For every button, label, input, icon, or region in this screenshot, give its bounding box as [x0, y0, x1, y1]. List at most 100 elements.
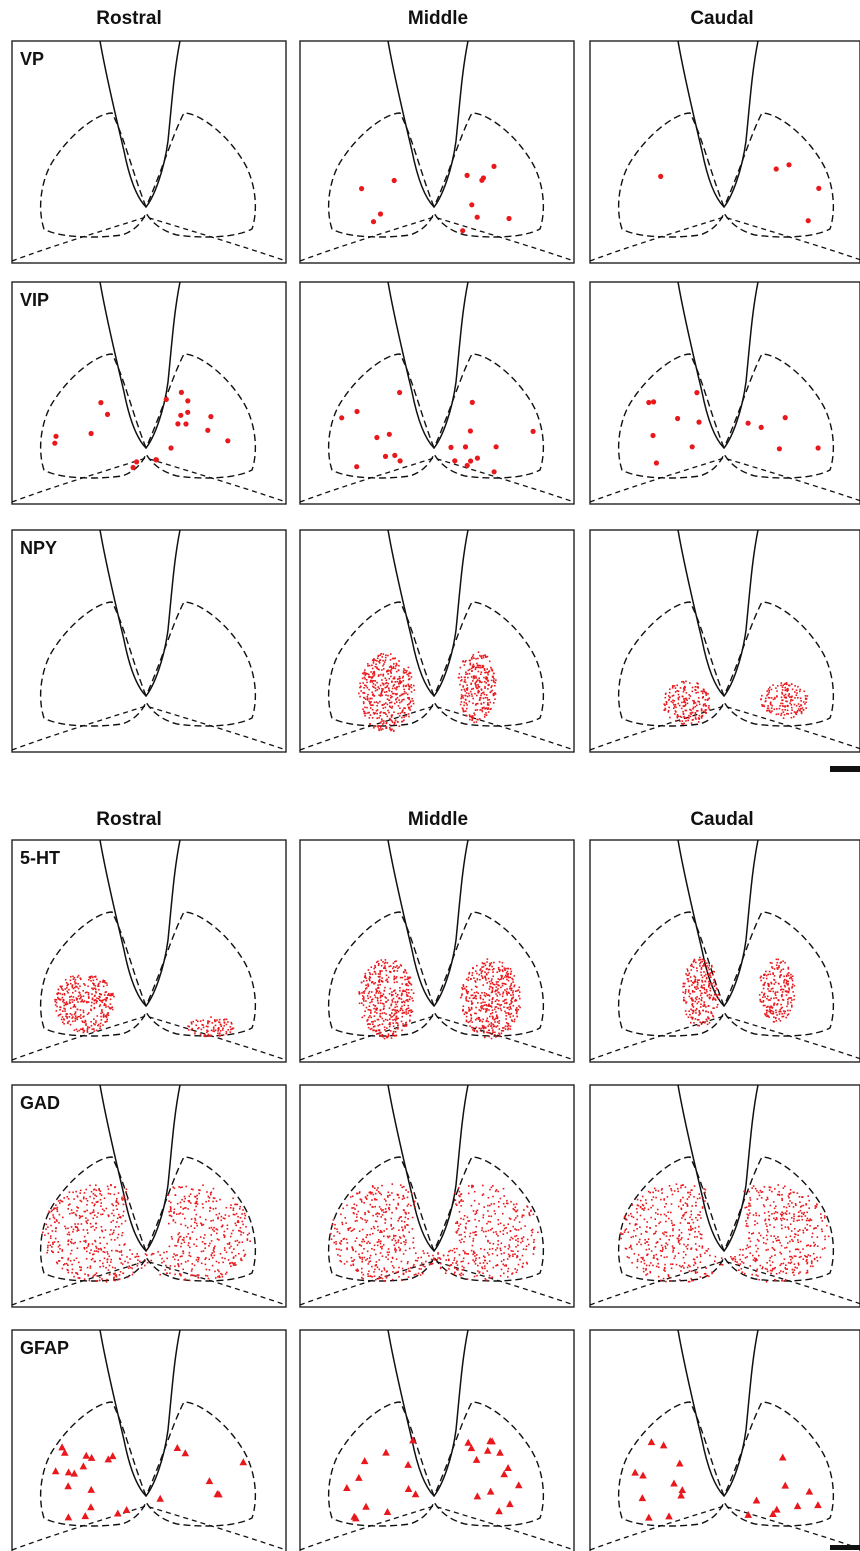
stipple-dot: [363, 992, 365, 994]
stipple-dot: [701, 974, 703, 976]
stipple-dot: [507, 971, 509, 973]
stipple-dot: [411, 989, 413, 991]
stipple-dot: [681, 723, 683, 725]
stipple-dot: [52, 1243, 54, 1245]
stipple-dot: [409, 707, 411, 709]
stipple-dot: [178, 1213, 180, 1215]
stipple-dot: [356, 1214, 358, 1216]
stipple-dot: [459, 1240, 461, 1242]
stipple-dot: [71, 1250, 73, 1252]
stipple-dot: [495, 1265, 497, 1267]
stipple-dot: [461, 689, 463, 691]
stipple-dot: [395, 1031, 397, 1033]
stipple-dot: [412, 1242, 414, 1244]
stipple-dot: [371, 698, 373, 700]
stipple-dot: [484, 654, 486, 656]
stipple-dot: [73, 1229, 75, 1231]
stipple-dot: [396, 689, 398, 691]
stipple-dot: [364, 672, 366, 674]
stipple-dot: [240, 1217, 242, 1219]
stipple-dot: [62, 997, 64, 999]
stipple-dot: [79, 986, 81, 988]
stipple-dot: [203, 1027, 205, 1029]
stipple-dot: [204, 1258, 206, 1260]
stipple-dot: [343, 1238, 345, 1240]
stipple-dot: [501, 1243, 503, 1245]
stipple-dot: [85, 1240, 87, 1242]
stipple-dot: [59, 1006, 61, 1008]
stipple-dot: [480, 695, 482, 697]
stipple-dot: [208, 1034, 210, 1036]
stipple-dot: [335, 1243, 337, 1245]
stipple-dot: [411, 1193, 413, 1195]
stipple-dot: [400, 977, 402, 979]
stipple-dot: [365, 673, 367, 675]
stipple-dot: [408, 675, 410, 677]
stipple-dot: [770, 704, 772, 706]
stipple-dot: [497, 1255, 499, 1257]
stipple-dot: [487, 688, 489, 690]
stipple-dot: [458, 1228, 460, 1230]
stipple-dot: [88, 1001, 90, 1003]
stipple-dot: [498, 1033, 500, 1035]
stipple-dot: [205, 1264, 207, 1266]
stipple-dot: [491, 978, 493, 980]
stipple-dot: [362, 1278, 364, 1280]
stipple-dot: [666, 1215, 668, 1217]
stipple-dot: [486, 694, 488, 696]
stipple-dot: [366, 1198, 368, 1200]
stipple-dot: [655, 1197, 657, 1199]
stipple-dot: [101, 1000, 103, 1002]
labeled-cell-dot: [131, 465, 136, 470]
stipple-dot: [686, 698, 688, 700]
stipple-dot: [96, 1000, 98, 1002]
stipple-dot: [74, 1014, 76, 1016]
stipple-dot: [212, 1201, 214, 1203]
stipple-dot: [716, 1006, 718, 1008]
stipple-dot: [382, 728, 384, 730]
stipple-dot: [379, 984, 381, 986]
stipple-dot: [104, 994, 106, 996]
stipple-dot: [372, 717, 374, 719]
stipple-dot: [798, 1219, 800, 1221]
stipple-dot: [122, 1263, 124, 1265]
stipple-dot: [342, 1208, 344, 1210]
stipple-dot: [482, 1217, 484, 1219]
stipple-dot: [95, 1241, 97, 1243]
stipple-dot: [484, 1265, 486, 1267]
stipple-dot: [396, 701, 398, 703]
stipple-dot: [385, 1211, 387, 1213]
stipple-dot: [491, 1027, 493, 1029]
stipple-dot: [491, 980, 493, 982]
stipple-dot: [89, 1185, 91, 1187]
stipple-dot: [344, 1217, 346, 1219]
stipple-dot: [471, 975, 473, 977]
stipple-dot: [372, 998, 374, 1000]
stipple-dot: [222, 1029, 224, 1031]
stipple-dot: [77, 983, 79, 985]
stipple-dot: [386, 682, 388, 684]
stipple-dot: [59, 1248, 61, 1250]
stipple-dot: [465, 682, 467, 684]
stipple-dot: [354, 1208, 356, 1210]
stipple-dot: [713, 971, 715, 973]
stipple-dot: [716, 995, 718, 997]
stipple-dot: [99, 1193, 101, 1195]
stipple-dot: [699, 979, 701, 981]
stipple-dot: [688, 1016, 690, 1018]
stipple-dot: [106, 1020, 108, 1022]
stipple-dot: [499, 1034, 501, 1036]
stipple-dot: [400, 683, 402, 685]
stipple-dot: [484, 971, 486, 973]
stipple-dot: [703, 965, 705, 967]
stipple-dot: [393, 1199, 395, 1201]
stipple-dot: [660, 1255, 662, 1257]
stipple-dot: [699, 1193, 701, 1195]
stipple-dot: [101, 1019, 103, 1021]
stipple-dot: [822, 1220, 824, 1222]
stipple-dot: [748, 1209, 750, 1211]
stipple-dot: [107, 1251, 109, 1253]
stipple-dot: [379, 1192, 381, 1194]
stipple-dot: [88, 979, 90, 981]
stipple-dot: [249, 1240, 251, 1242]
